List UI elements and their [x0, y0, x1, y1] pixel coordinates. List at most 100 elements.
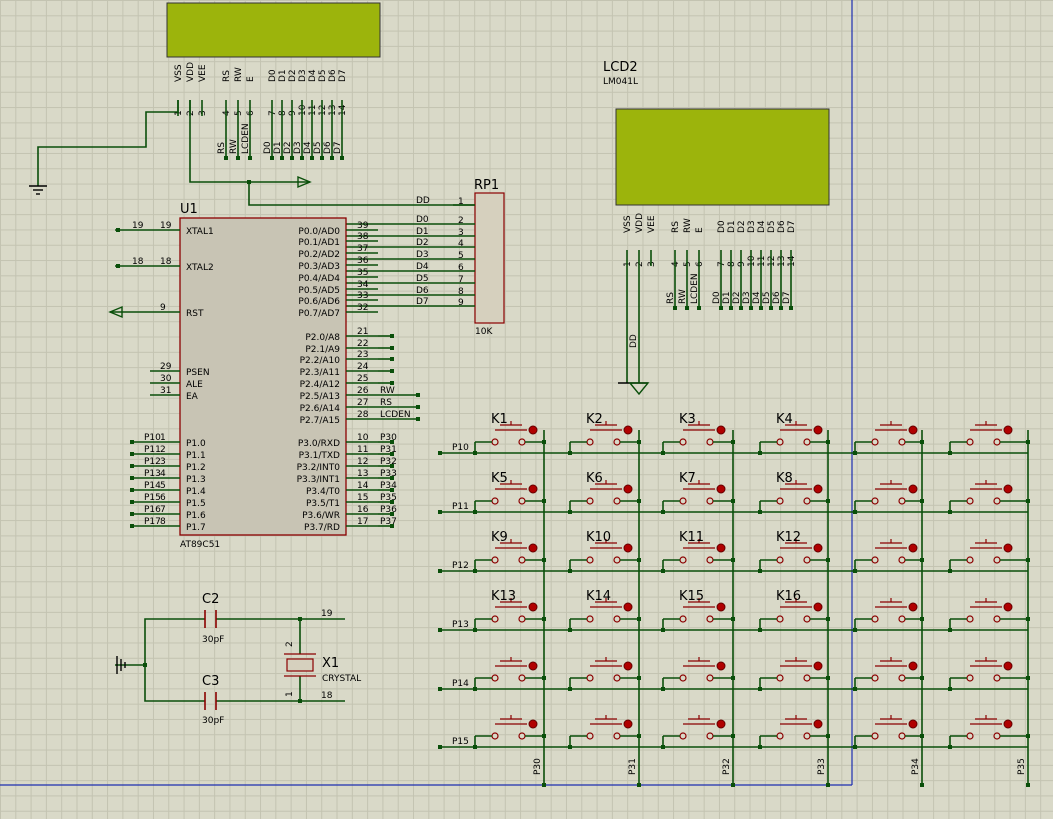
keypad-key[interactable]	[662, 539, 733, 571]
keypad-key[interactable]	[474, 539, 544, 571]
keypad-key[interactable]	[949, 598, 1028, 630]
lcd1-pin-number: 12	[318, 105, 328, 116]
lcd2-net-label: D5	[762, 291, 772, 304]
rp1-net-label: D4	[416, 262, 429, 272]
oscillator-circuit	[115, 610, 345, 710]
keypad-key[interactable]	[759, 421, 828, 453]
keypad-key-label: K13	[491, 589, 516, 604]
keypad-key[interactable]	[854, 657, 922, 689]
keypad-key[interactable]	[854, 421, 922, 453]
keypad-key[interactable]	[569, 715, 639, 747]
keypad-key[interactable]	[662, 657, 733, 689]
keypad-key[interactable]	[662, 480, 733, 512]
row-net-label: P15	[452, 737, 469, 747]
x1-body[interactable]	[286, 658, 314, 672]
u1-left-pin-name: P1.0	[186, 439, 206, 449]
lcd2-pin-name: D5	[767, 220, 777, 233]
u1-right-pin-number: 32	[357, 303, 368, 313]
keypad-key[interactable]	[569, 421, 639, 453]
rp1-net-label: D0	[416, 215, 429, 225]
keypad-key[interactable]	[854, 715, 922, 747]
u1-right-pin-number: 12	[357, 457, 368, 467]
keypad-key[interactable]	[854, 598, 922, 630]
lcd1-pin-number: 9	[288, 110, 298, 116]
lcd2-pins: VSS1VDD2VEE3RS4RW5E6D07D18D29D310D411D51…	[618, 213, 797, 396]
lcd2-net-label: D6	[772, 291, 782, 304]
u1-right-pin-number: 14	[357, 481, 369, 491]
lcd1-pin-name: D7	[338, 69, 348, 82]
keypad-key[interactable]	[759, 657, 828, 689]
keypad-key[interactable]	[949, 715, 1028, 747]
keypad-key[interactable]	[569, 598, 639, 630]
keypad-key[interactable]	[759, 598, 828, 630]
keypad-key[interactable]	[474, 480, 544, 512]
u1-right-pin-name: P0.5/AD5	[298, 286, 340, 296]
c3-ref: C3	[202, 674, 219, 689]
lcd1-pin-number: 8	[278, 110, 288, 116]
u1-left-net: 19	[132, 221, 144, 231]
lcd2-pin-name: D7	[787, 220, 797, 233]
u1-right-pin-number: 24	[357, 362, 369, 372]
u1-left-pin-name: ALE	[186, 380, 203, 390]
u1-right-net: P37	[380, 517, 397, 527]
rp1-net-label: D5	[416, 274, 429, 284]
lcd1-pin-name: D2	[288, 69, 298, 82]
u1-right-pin-name: P3.0/RXD	[298, 439, 340, 449]
u1-right-pin-name: P3.1/TXD	[299, 451, 340, 461]
rp1-pin-number: 3	[458, 228, 464, 238]
keypad-key[interactable]	[569, 480, 639, 512]
lcd2-net-label: D2	[732, 291, 742, 304]
lcd1-pin-name: D4	[308, 69, 318, 82]
u1-left-pin-number: 19	[160, 221, 172, 231]
keypad-key[interactable]	[569, 539, 639, 571]
u1-body[interactable]	[179, 217, 347, 536]
keypad-key[interactable]	[949, 480, 1028, 512]
keypad-key-label: K15	[679, 589, 704, 604]
keypad-key[interactable]	[474, 421, 544, 453]
keypad-key[interactable]	[854, 480, 922, 512]
keypad-key[interactable]	[759, 715, 828, 747]
lcd2-pin-number: 7	[717, 261, 727, 267]
lcd1-pin-number: 4	[222, 110, 232, 116]
keypad-key[interactable]	[949, 657, 1028, 689]
u1-right-net: P36	[380, 505, 397, 515]
u1-left-pin-number: 6	[160, 493, 166, 503]
lcd1-display[interactable]	[166, 2, 381, 58]
row-net-label: P11	[452, 502, 469, 512]
u1-right-pin-number: 26	[357, 386, 369, 396]
keypad-key[interactable]	[662, 598, 733, 630]
keypad-key-label: K7	[679, 471, 696, 486]
lcd1-pin-number: 14	[338, 104, 348, 116]
keypad-key[interactable]	[662, 715, 733, 747]
keypad-key[interactable]	[662, 421, 733, 453]
u1-right-pin-name: P0.3/AD3	[298, 262, 340, 272]
keypad-key[interactable]	[759, 480, 828, 512]
rp1-pin-number: 7	[458, 275, 464, 285]
keypad-key[interactable]	[949, 539, 1028, 571]
u1-ref: U1	[180, 202, 198, 217]
keypad-key[interactable]	[569, 657, 639, 689]
keypad-key[interactable]	[474, 715, 544, 747]
u1-left-pin-name: XTAL2	[186, 263, 214, 273]
keypad-key[interactable]	[949, 421, 1028, 453]
u1-left-net: P11	[144, 445, 161, 455]
lcd1-pin-name: RS	[222, 70, 232, 82]
keypad-key-label: K14	[586, 589, 611, 604]
u1-left-net: P15	[144, 493, 161, 503]
lcd2-net-label: D7	[782, 291, 792, 304]
u1-left-net: 18	[132, 257, 144, 267]
u1-left-pin-number: 18	[160, 257, 172, 267]
keypad-key[interactable]	[474, 598, 544, 630]
lcd2-display[interactable]	[615, 108, 830, 206]
keypad-key-label: K2	[586, 412, 603, 427]
keypad-key-label: K1	[491, 412, 508, 427]
keypad-key[interactable]	[474, 657, 544, 689]
column-net-label: P35	[1017, 758, 1027, 775]
lcd2-net-label: RS	[666, 292, 676, 304]
keypad-key[interactable]	[854, 539, 922, 571]
row-net-label: P12	[452, 561, 469, 571]
keypad-key-label: K9	[491, 530, 508, 545]
rp1-ref: RP1	[474, 178, 499, 193]
lcd2-pin-name: D1	[727, 220, 737, 233]
rp1-body[interactable]	[474, 192, 505, 324]
